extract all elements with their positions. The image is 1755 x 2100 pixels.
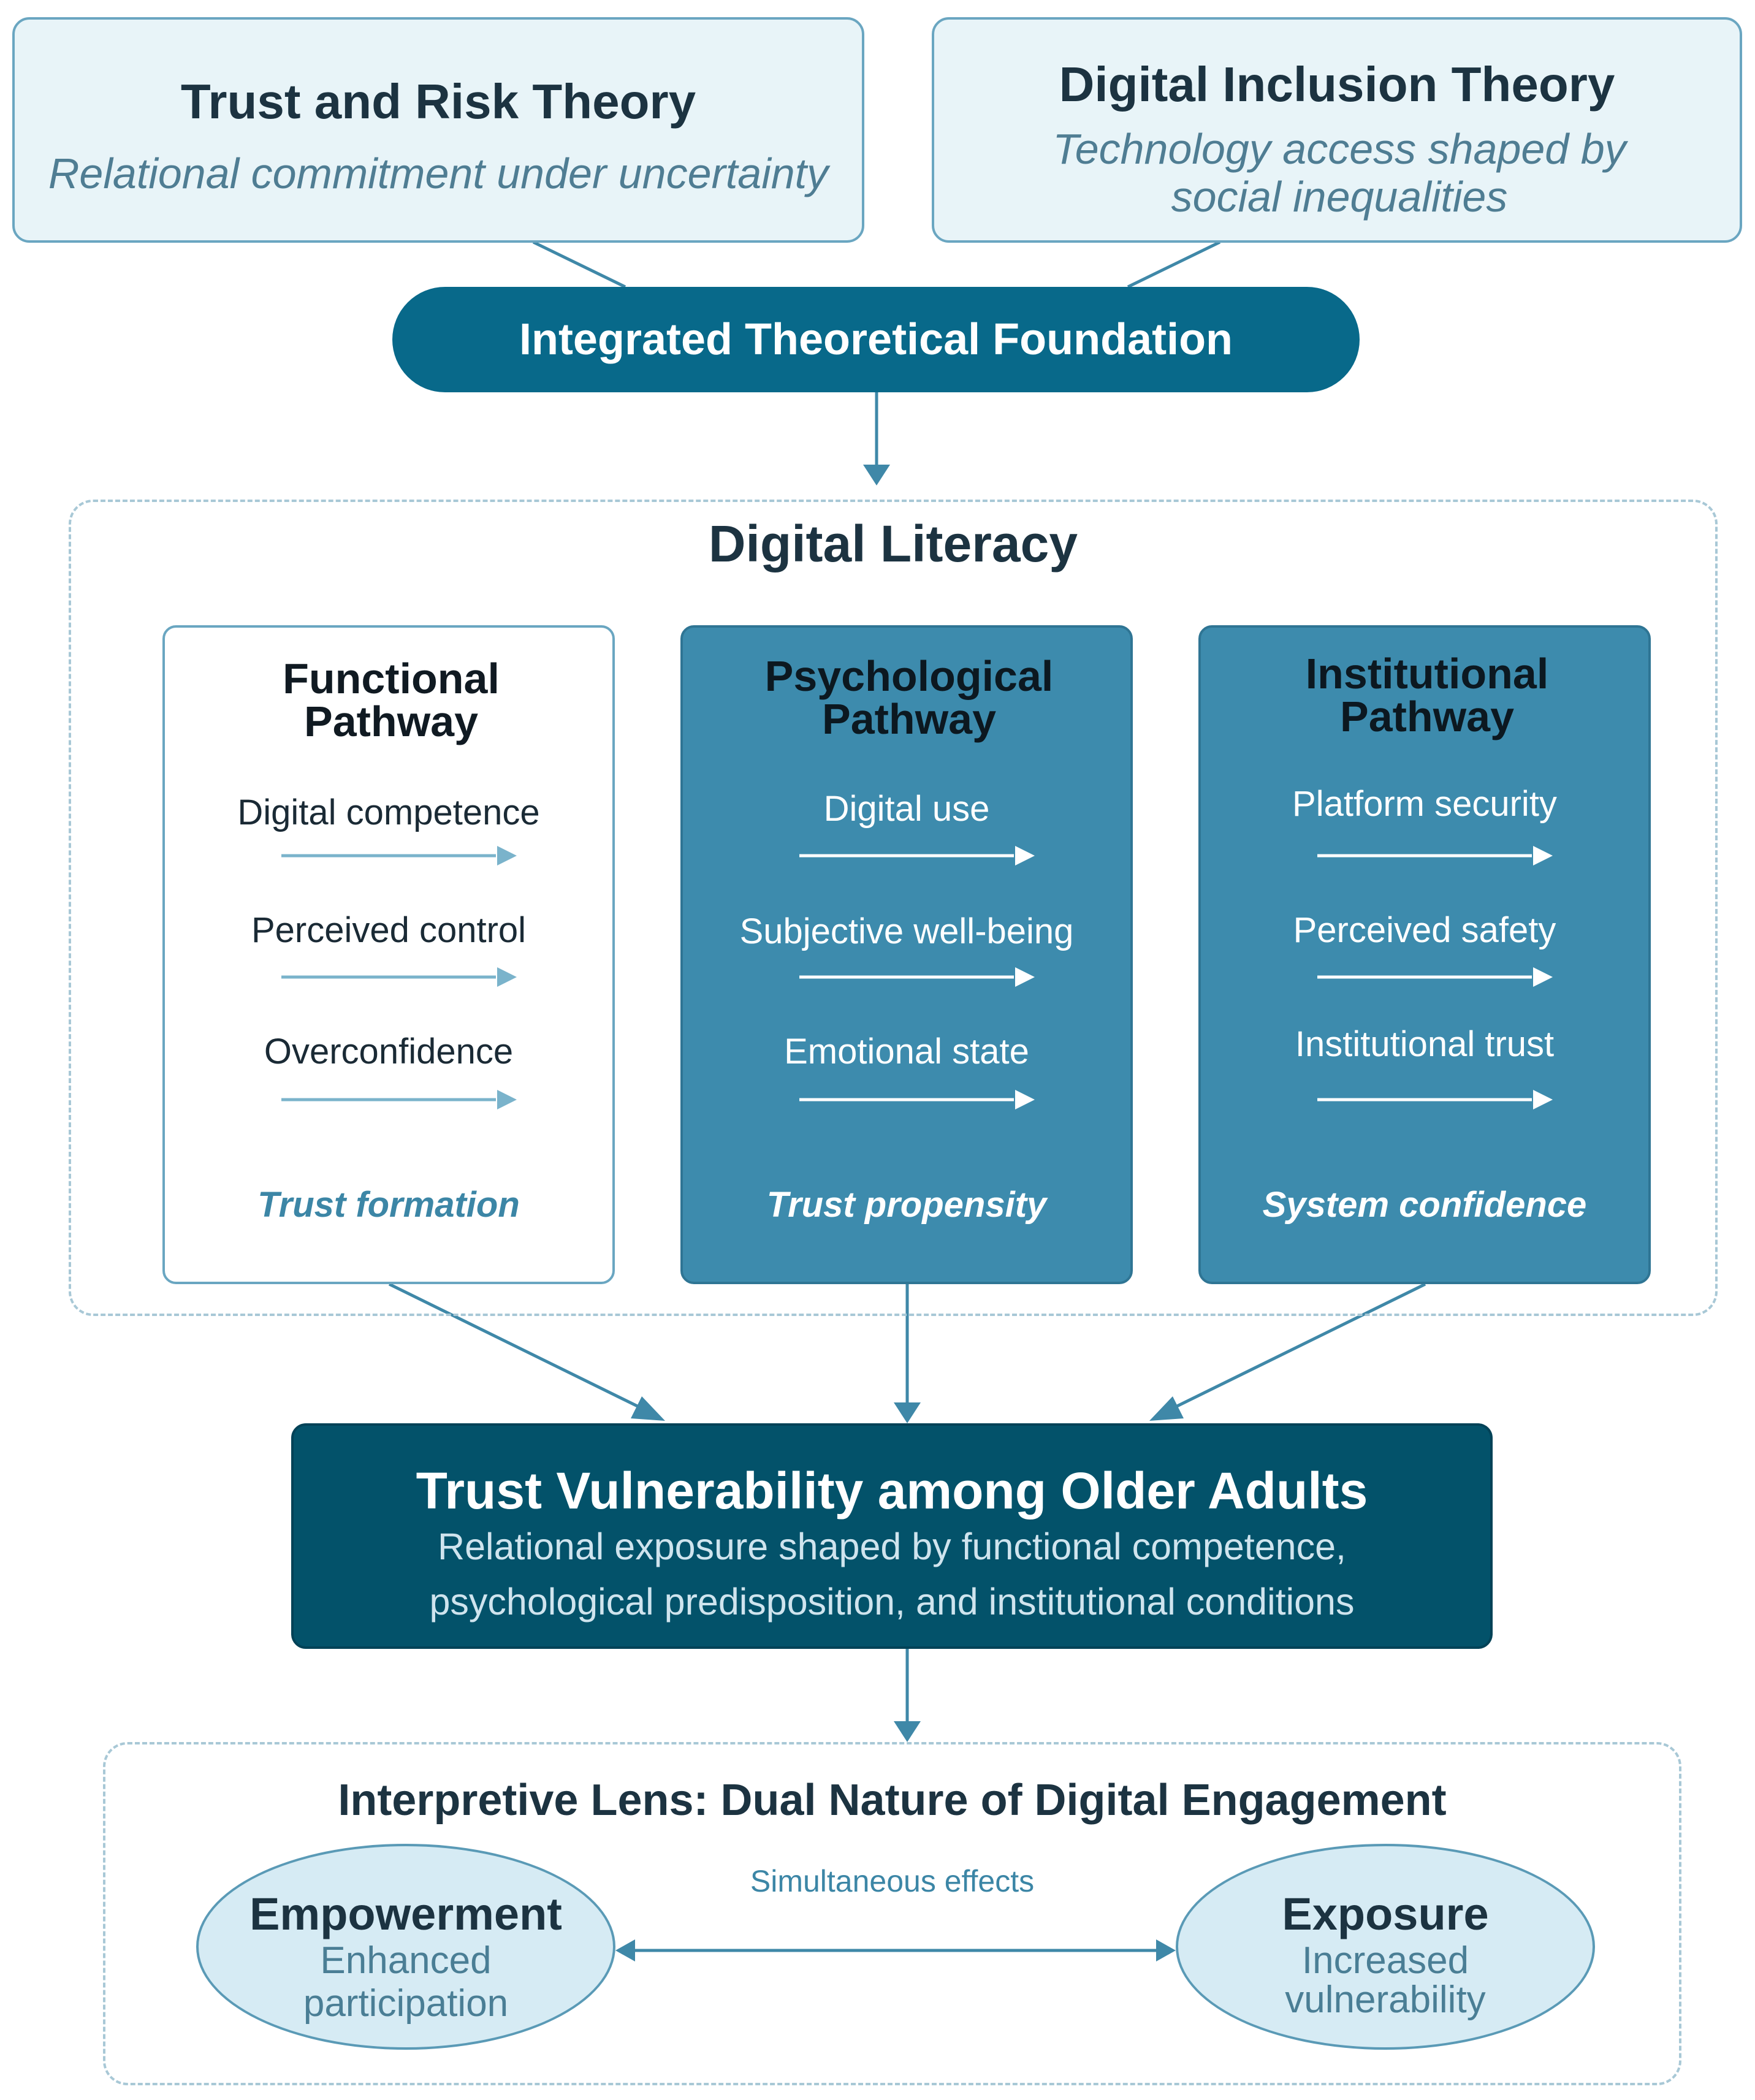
functional-arrowhead-1	[497, 846, 517, 865]
institutional-outcome: System confidence	[1262, 1185, 1587, 1225]
arrowhead-foundation-to-literacy	[863, 465, 890, 485]
institutional-arrows	[1317, 846, 1553, 1109]
arrowhead-right-exposure	[1156, 1939, 1176, 1961]
digital-inclusion-theory-box: Digital Inclusion Theory Technology acce…	[932, 17, 1742, 243]
trust-vulnerability-title: Trust Vulnerability among Older Adults	[416, 1462, 1368, 1520]
empowerment-sub-line2: participation	[303, 1982, 509, 2025]
functional-arrows	[281, 846, 517, 1109]
institutional-arrowhead-3	[1533, 1090, 1553, 1109]
edge-functional-to-vulnerability	[388, 1282, 646, 1412]
digital-literacy-section: Digital Literacy	[69, 500, 1718, 1316]
trust-risk-theory-box: Trust and Risk Theory Relational commitm…	[12, 17, 864, 243]
integrated-foundation-pill: Integrated Theoretical Foundation	[392, 287, 1360, 392]
interpretive-lens-section: Interpretive Lens: Dual Nature of Digita…	[103, 1742, 1681, 2085]
psychological-pathway-box: Psychological Pathway Digital use Subjec…	[680, 625, 1133, 1284]
empowerment-sub-line1: Enhanced	[320, 1939, 492, 1982]
empowerment-title: Empowerment	[249, 1889, 562, 1939]
digital-inclusion-theory-subtitle: Technology access shaped by social inequ…	[1053, 125, 1626, 221]
psychological-item-2: Subjective well-being	[739, 911, 1074, 951]
digital-literacy-title: Digital Literacy	[708, 515, 1078, 573]
trust-vulnerability-line1: Relational exposure shaped by functional…	[438, 1526, 1346, 1567]
functional-arrowhead-2	[497, 967, 517, 987]
exposure-ellipse: Exposure Increased vulnerability	[1176, 1844, 1595, 2050]
functional-pathway-box: Functional Pathway Digital competence Pe…	[162, 625, 615, 1284]
interpretive-lens-title: Interpretive Lens: Dual Nature of Digita…	[338, 1776, 1447, 1825]
psychological-arrowhead-3	[1015, 1090, 1035, 1109]
psychological-arrows	[799, 846, 1035, 1109]
institutional-item-3: Institutional trust	[1295, 1024, 1555, 1064]
institutional-item-1: Platform security	[1292, 784, 1557, 824]
edge-inclusion-to-foundation	[1127, 240, 1221, 289]
trust-risk-theory-title: Trust and Risk Theory	[180, 74, 696, 129]
institutional-arrowhead-1	[1533, 846, 1553, 865]
institutional-pathway-title: Institutional Pathway	[1305, 650, 1549, 740]
digital-inclusion-theory-title: Digital Inclusion Theory	[1059, 57, 1615, 112]
psychological-arrowhead-1	[1015, 846, 1035, 865]
exposure-title: Exposure	[1282, 1889, 1489, 1939]
psychological-pathway-title: Psychological Pathway	[764, 652, 1054, 743]
arrowhead-vulnerability-to-lens	[894, 1721, 921, 1742]
edge-trust-to-foundation	[532, 240, 626, 289]
trust-vulnerability-box: Trust Vulnerability among Older Adults R…	[291, 1423, 1493, 1649]
psychological-item-3: Emotional state	[784, 1032, 1029, 1071]
simultaneous-effects-label: Simultaneous effects	[750, 1864, 1035, 1898]
arrowhead-psychological-to-vulnerability	[894, 1402, 921, 1423]
functional-item-2: Perceived control	[251, 910, 527, 950]
functional-item-3: Overconfidence	[264, 1032, 514, 1071]
trust-vulnerability-line2: psychological predisposition, and instit…	[429, 1581, 1355, 1623]
arrowhead-institutional-to-vulnerability	[1149, 1396, 1184, 1421]
arrowhead-functional-to-vulnerability	[631, 1396, 665, 1421]
exposure-sub-line1: Increased	[1301, 1939, 1469, 1982]
psychological-item-1: Digital use	[823, 789, 990, 829]
institutional-item-2: Perceived safety	[1293, 910, 1556, 950]
institutional-pathway-box: Institutional Pathway Platform security …	[1198, 625, 1651, 1284]
trust-risk-theory-subtitle: Relational commitment under uncertainty	[48, 150, 829, 197]
empowerment-ellipse: Empowerment Enhanced participation	[196, 1844, 615, 2050]
functional-pathway-title: Functional Pathway	[283, 655, 500, 745]
arrowhead-left-empowerment	[615, 1939, 635, 1961]
exposure-sub-line2: vulnerability	[1285, 1979, 1486, 2021]
edge-institutional-to-vulnerability	[1168, 1282, 1426, 1412]
institutional-arrowhead-2	[1533, 967, 1553, 987]
functional-outcome: Trust formation	[257, 1185, 520, 1225]
functional-item-1: Digital competence	[237, 793, 540, 832]
psychological-outcome: Trust propensity	[766, 1185, 1047, 1225]
psychological-arrowhead-2	[1015, 967, 1035, 987]
functional-arrowhead-3	[497, 1090, 517, 1109]
